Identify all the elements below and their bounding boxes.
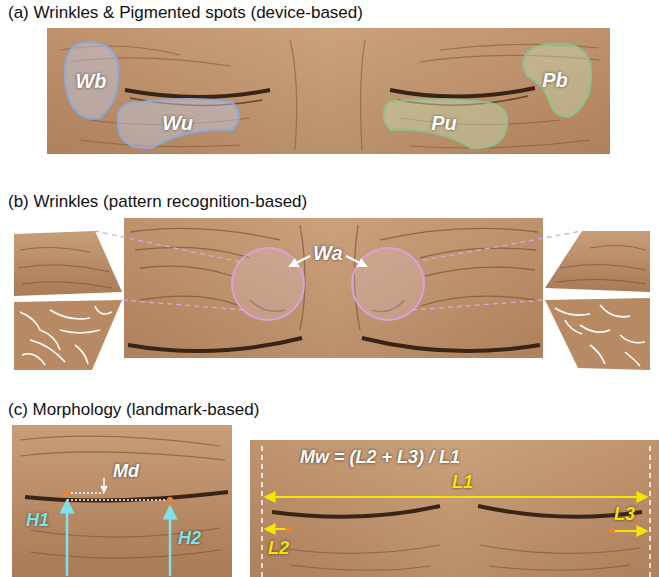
region-label: Wa bbox=[313, 242, 343, 265]
panel-heading: (c) Morphology (landmark-based) bbox=[8, 400, 259, 420]
landmark-label: H2 bbox=[178, 528, 201, 549]
region-label: Pb bbox=[542, 69, 568, 92]
region-outline: Wu bbox=[110, 94, 245, 152]
region-label: Pu bbox=[431, 112, 457, 135]
region-outline: Wb bbox=[60, 40, 122, 122]
region-outline: Pu bbox=[375, 94, 513, 152]
panel-heading: (a) Wrinkles & Pigmented spots (device-b… bbox=[8, 3, 363, 23]
region-path bbox=[523, 44, 591, 117]
region-path bbox=[383, 99, 507, 148]
region-outline: Pb bbox=[515, 40, 595, 120]
zoom-tiles bbox=[14, 231, 650, 370]
region-label: Wu bbox=[162, 112, 193, 135]
formula-label: Mw = (L2 + L3) / L1 bbox=[300, 447, 460, 468]
length-label: L3 bbox=[614, 504, 635, 525]
region-label: Wb bbox=[75, 70, 106, 93]
measure-label: Md bbox=[113, 461, 139, 482]
panel-a-photo bbox=[47, 28, 610, 154]
length-label: L2 bbox=[268, 538, 289, 559]
region-path bbox=[118, 99, 239, 148]
panel-b-photo bbox=[124, 218, 543, 358]
length-label: L1 bbox=[452, 472, 473, 493]
panel-c-photos bbox=[12, 425, 659, 577]
panel-heading: (b) Wrinkles (pattern recognition-based) bbox=[8, 192, 307, 212]
landmark-label: H1 bbox=[26, 510, 49, 531]
region-path bbox=[65, 42, 119, 119]
